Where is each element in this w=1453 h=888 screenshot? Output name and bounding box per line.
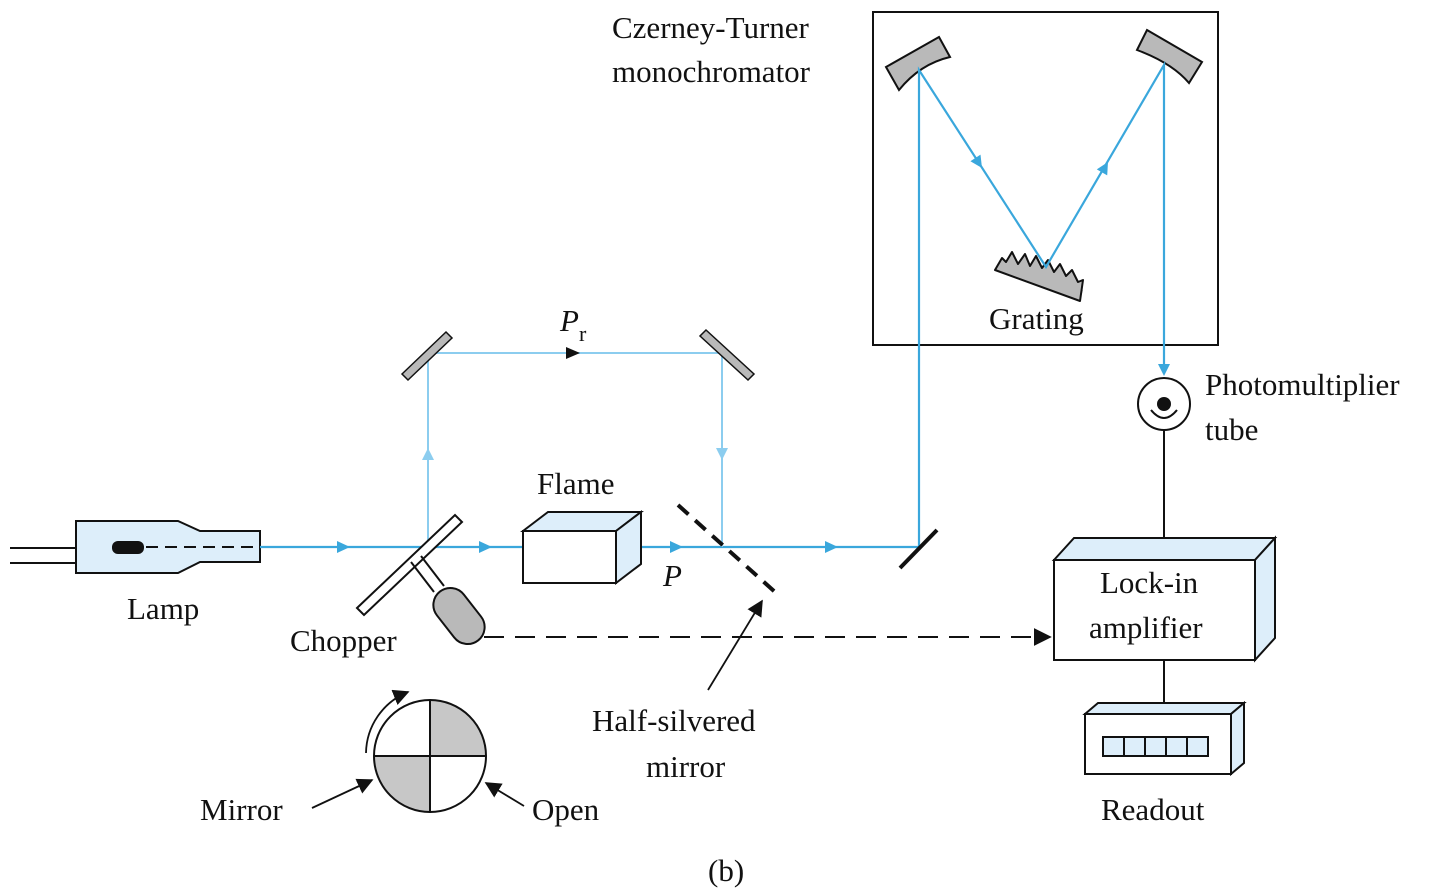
- p-label: P: [662, 558, 682, 593]
- flame-label: Flame: [537, 466, 615, 501]
- arrow-beam-2: [479, 541, 492, 553]
- chopper-disk-mirror-q3: [374, 756, 430, 812]
- monochromator-box: [872, 11, 1219, 346]
- focusing-mirror: [1135, 28, 1204, 85]
- pmt-dot: [1157, 397, 1171, 411]
- chopper-disk-mirror-q1: [430, 700, 486, 756]
- mono-beam: [917, 60, 1166, 547]
- chopper-label: Chopper: [290, 623, 397, 658]
- arrow-in-mono-1: [970, 154, 982, 168]
- collimating-mirror: [884, 35, 952, 92]
- chopper-shaft-1: [410, 561, 435, 593]
- flame-front: [522, 530, 617, 584]
- arrow-in-mono-2: [1096, 162, 1108, 176]
- pmt-label-line2: tube: [1205, 412, 1258, 447]
- reference-mirror-1: [400, 330, 454, 382]
- readout-display: [1102, 736, 1209, 757]
- lockin-side: [1254, 535, 1276, 663]
- half-silvered-label-line1: Half-silvered: [592, 703, 756, 738]
- pr-label-subscript: r: [579, 321, 587, 346]
- half-silvered-pointer: [707, 599, 763, 691]
- arrow-ref-up: [422, 448, 434, 460]
- lamp-cathode: [112, 541, 144, 554]
- readout-top: [1082, 702, 1247, 715]
- pr-label: Pr: [559, 303, 587, 346]
- grating-label: Grating: [989, 301, 1084, 336]
- lockin-label-line2: amplifier: [1089, 610, 1203, 645]
- monochromator-label-line1: Czerney-Turner: [612, 10, 810, 45]
- readout-label: Readout: [1101, 792, 1205, 827]
- chopper-shaft-2: [420, 555, 445, 587]
- mirror-pointer: [311, 778, 374, 809]
- open-pointer: [484, 782, 525, 807]
- readout-side: [1230, 700, 1245, 777]
- rotation-arrow: [365, 689, 410, 754]
- lamp-label: Lamp: [127, 591, 199, 626]
- half-silvered-mirror: [676, 503, 777, 594]
- arrow-beam-4: [825, 541, 838, 553]
- figure-caption: (b): [708, 853, 744, 888]
- chopper-motor: [432, 586, 486, 646]
- folding-mirror: [898, 528, 939, 570]
- arrow-ref-right: [566, 347, 580, 359]
- open-label: Open: [532, 792, 600, 827]
- half-silvered-label-line2: mirror: [646, 749, 726, 784]
- arrow-to-pmt: [1158, 364, 1170, 376]
- lockin-label-line1: Lock-in: [1100, 565, 1199, 600]
- chopper-mirror: [355, 513, 464, 617]
- lockin-top: [1051, 537, 1278, 561]
- arrow-beam-1: [337, 541, 350, 553]
- lockin-front: [1053, 559, 1256, 661]
- pmt-dynode: [1150, 409, 1178, 419]
- arrow-beam-3: [670, 541, 683, 553]
- pmt-label-line1: Photomultiplier: [1205, 367, 1400, 402]
- monochromator-label-line2: monochromator: [612, 54, 811, 89]
- reference-mirror-2: [698, 328, 756, 382]
- pr-label-main: P: [559, 303, 579, 338]
- mirror-label: Mirror: [200, 792, 283, 827]
- arrow-ref-down: [716, 448, 728, 460]
